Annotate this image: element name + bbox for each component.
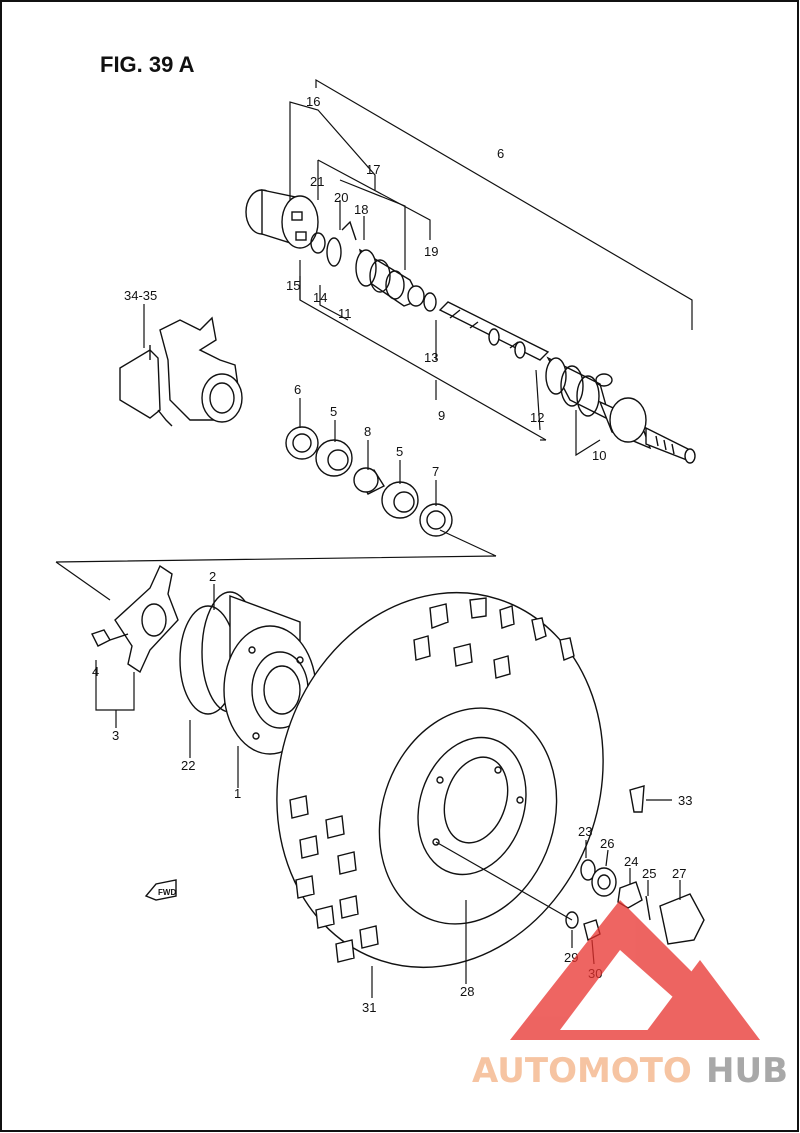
- callout-20: 19: [424, 244, 438, 259]
- hardware-parts: [565, 785, 705, 945]
- callout-18: 17: [366, 162, 380, 177]
- callout-32: 31: [362, 1000, 376, 1015]
- watermark-word-b: HUB: [706, 1051, 788, 1091]
- callout-2: 2: [209, 569, 216, 584]
- guide-line: [55, 529, 497, 601]
- tire-wheel: [276, 591, 604, 969]
- callout-5b: 5: [396, 444, 403, 459]
- callout-12: 11: [338, 306, 352, 321]
- drive-shaft-assembly: [245, 189, 696, 464]
- callout-10: 9: [438, 408, 445, 423]
- callout-9: 6: [497, 146, 504, 161]
- callout-29: 28: [460, 984, 474, 999]
- callout-5a: 5: [330, 404, 337, 419]
- callout-26: 25: [642, 866, 656, 881]
- callout-27: 26: [600, 836, 614, 851]
- bearing-set: [285, 426, 453, 537]
- callout-25: 24: [624, 854, 638, 869]
- hub-flange: [91, 564, 179, 674]
- fwd-label: FWD: [158, 888, 176, 897]
- callout-23: 22: [181, 758, 195, 773]
- watermark-word-a: AUTOMOTO: [472, 1051, 692, 1091]
- figure-title: FIG. 39 A: [100, 52, 195, 77]
- callout-8: 8: [364, 424, 371, 439]
- callout-4: 4: [92, 664, 99, 679]
- callout-28: 27: [672, 866, 686, 881]
- callout-16: 15: [286, 278, 300, 293]
- callout-6: 6: [294, 382, 301, 397]
- watermark-logo: AUTOMOTO HUB: [472, 900, 788, 1091]
- callout-17: 16: [306, 94, 320, 109]
- callout-15: 14: [313, 290, 327, 305]
- callout-21: 20: [334, 190, 348, 205]
- forward-arrow-icon: FWD: [144, 879, 177, 901]
- callout-34-35: 34-35: [124, 288, 157, 303]
- callout-24: 23: [578, 824, 592, 839]
- callout-13: 12: [530, 410, 544, 425]
- knuckle-assembly: [119, 316, 243, 427]
- callout-1: 1: [234, 786, 241, 801]
- callout-3: 3: [112, 728, 119, 743]
- callout-7: 7: [432, 464, 439, 479]
- callout-22: 21: [310, 174, 324, 189]
- callout-33: 33: [678, 793, 692, 808]
- callout-19: 18: [354, 202, 368, 217]
- triangle-logo-icon-small: [640, 960, 760, 1040]
- callout-14: 13: [424, 350, 438, 365]
- callout-11: 10: [592, 448, 606, 463]
- leader-lines: [95, 200, 681, 998]
